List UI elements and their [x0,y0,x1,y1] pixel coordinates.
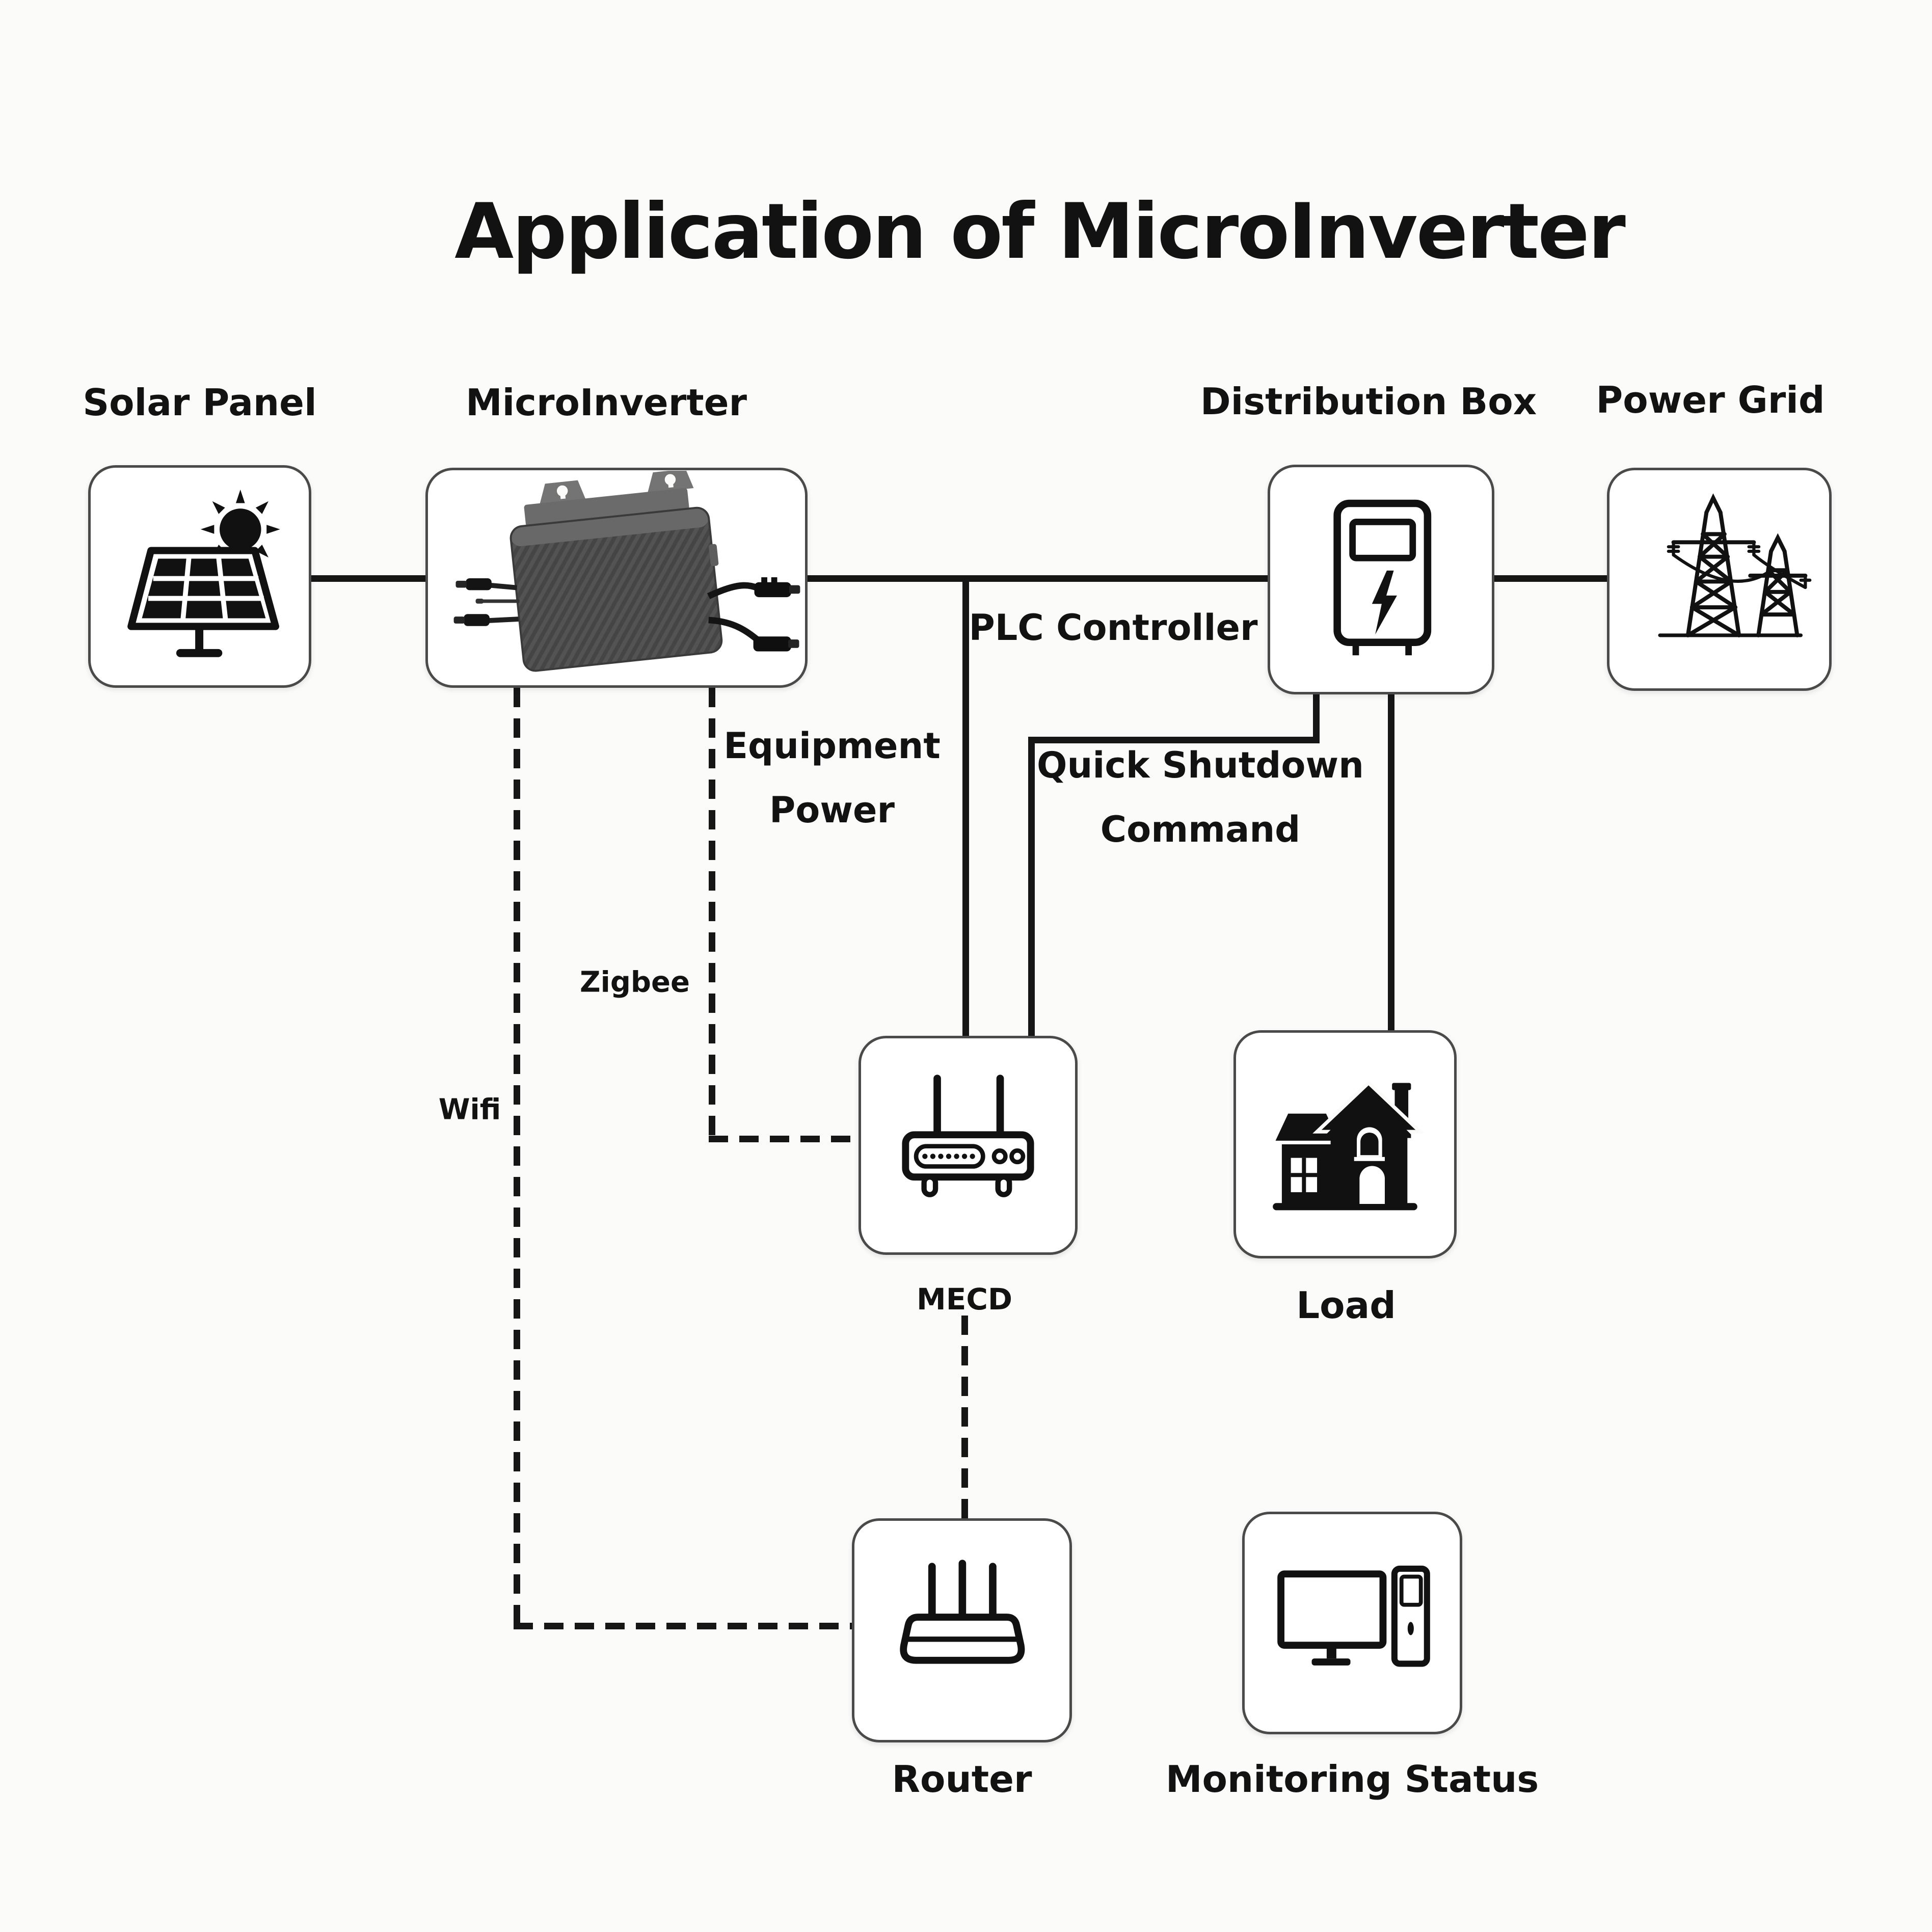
page-title: Application of MicroInverter [454,187,1626,276]
zigbee-label: Zigbee [580,965,690,999]
load-label: Load [1296,1284,1396,1327]
wifi-label: Wifi [438,1093,501,1126]
wire-quick-shutdown-segment-3 [1028,737,1035,1036]
monitor-pc-icon [1277,1565,1430,1667]
wire-wifi-horizontal [514,1623,852,1629]
load-node [1233,1030,1457,1258]
power-grid-node [1607,468,1832,691]
distribution-box-node [1268,465,1494,694]
router-node [852,1518,1072,1742]
wire-distribution-to-grid [1494,575,1607,582]
equipment-power-label: Equipment Power [723,725,941,831]
microinverter-label: MicroInverter [465,381,747,424]
wire-solar-to-microinverter [311,575,425,582]
plc-controller-label: PLC Controller [969,607,1258,649]
wire-zigbee-vertical [709,688,715,1142]
router-label: Router [892,1758,1032,1801]
monitoring-status-label: Monitoring Status [1165,1758,1539,1801]
wire-quick-shutdown-segment-1 [1313,692,1320,743]
wire-mecd-to-router [961,1316,968,1518]
power-grid-icon [1657,493,1811,637]
solar-panel-node [88,465,311,688]
distribution-box-label: Distribution Box [1200,380,1537,423]
wire-plc-controller-to-mecd [962,578,969,1036]
microinverter-icon [453,471,800,672]
solar-panel-label: Solar Panel [83,381,317,424]
solar-panel-icon [127,489,280,657]
quick-shutdown-command-label: Quick Shutdown Command [1037,744,1364,850]
wire-wifi-vertical [514,688,520,1629]
router-icon [900,1560,1025,1664]
wire-microinverter-to-distribution [808,575,1268,582]
house-load-icon [1273,1080,1425,1211]
power-grid-label: Power Grid [1596,379,1825,421]
wire-quick-shutdown-segment-2 [1028,737,1320,743]
mecd-label: MECD [916,1282,1013,1317]
microinverter-node [425,468,808,688]
monitoring-status-node [1242,1512,1462,1734]
mecd-node [858,1036,1078,1255]
wifi-router-icon [902,1075,1034,1197]
distribution-box-icon [1333,499,1431,655]
wire-zigbee-horizontal [709,1136,858,1142]
wire-distribution-to-load [1388,692,1394,1030]
